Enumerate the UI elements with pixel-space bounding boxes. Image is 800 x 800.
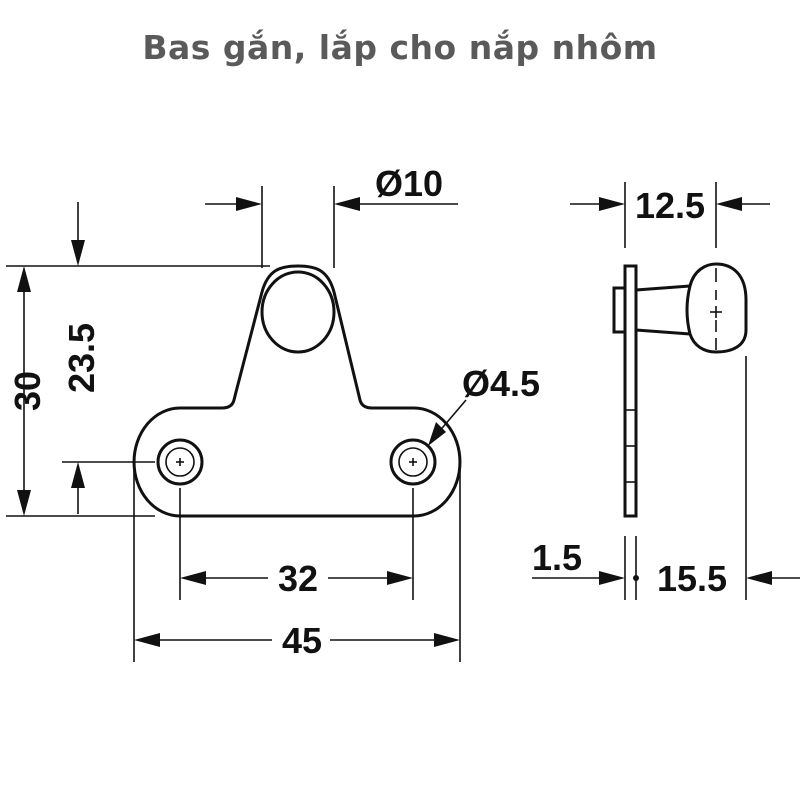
dim-height-inner: 23.5	[61, 323, 102, 393]
dim-height-total: 30	[7, 371, 48, 411]
side-ball-head	[685, 262, 748, 354]
left-mount-hole	[156, 438, 204, 486]
right-mount-hole	[389, 438, 437, 486]
dim-side-depth: 15.5	[657, 558, 727, 599]
dim-hole-spacing: 32	[278, 558, 318, 599]
dim-diameter-hole: Ø4.5	[462, 363, 540, 404]
page-title: Bas gắn, lắp cho nắp nhôm	[142, 28, 658, 67]
knob-circle	[260, 270, 336, 354]
dim-width-total: 45	[282, 620, 322, 661]
dim-plate-thickness: 1.5	[532, 537, 582, 578]
bracket-front-outline	[132, 264, 462, 518]
front-view	[132, 264, 462, 518]
dim-diameter-top: Ø10	[375, 163, 443, 204]
side-stem	[635, 284, 691, 336]
side-plate	[623, 264, 638, 518]
side-dimension-lines	[532, 182, 800, 600]
dim-side-width: 12.5	[635, 185, 705, 226]
front-dimension-lines	[6, 186, 467, 662]
side-view	[612, 262, 748, 518]
